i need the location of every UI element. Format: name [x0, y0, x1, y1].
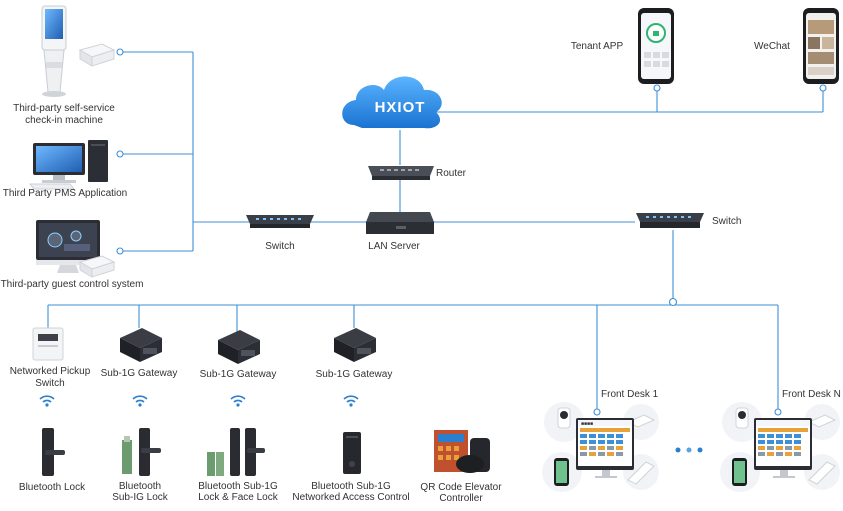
label-bt-access-2: Networked Access Control [292, 492, 409, 503]
monitor-icon [754, 418, 812, 478]
connection-dots [116, 48, 827, 416]
label-bt-face-lock-1: Bluetooth Sub-1G [198, 481, 278, 492]
card-encoder-icon [78, 255, 116, 278]
wifi-signal-icon [343, 395, 359, 407]
pickup-switch-icon [32, 327, 64, 361]
monitor-icon: ■■■■ [576, 418, 634, 478]
label-pickup-2: Switch [35, 378, 64, 389]
network-switch-icon [246, 215, 314, 228]
label-pms: Third Party PMS Application [3, 188, 128, 199]
wifi-signal-icon [39, 395, 55, 407]
smart-lock-icon [122, 428, 161, 476]
access-panel-icon [343, 432, 361, 474]
smart-lock-icon [207, 428, 265, 476]
front-desk-n-group [720, 402, 840, 492]
server-icon [366, 212, 434, 234]
label-guest-control: Third-party guest control system [1, 279, 144, 290]
cloud-icon: HXIOT [342, 76, 442, 129]
label-bt-lock: Bluetooth Lock [19, 482, 86, 493]
label-front-desk-1: Front Desk 1 [601, 389, 659, 400]
label-self-service-2: check-in machine [25, 115, 103, 126]
label-switch-left: Switch [265, 241, 294, 252]
label-gateway-2: Sub-1G Gateway [200, 369, 277, 380]
wifi-signal-icon [132, 395, 148, 407]
kiosk-icon [41, 5, 67, 97]
label-bt-sub-lock-1: Bluetooth [119, 481, 161, 492]
smart-lock-icon [42, 428, 65, 476]
label-bt-access-1: Bluetooth Sub-1G [311, 481, 391, 492]
phone-icon [638, 8, 674, 84]
imac-icon [36, 220, 100, 273]
label-qr-elevator-2: Controller [439, 493, 483, 504]
desktop-pc-icon [28, 140, 108, 190]
label-lan-server: LAN Server [368, 241, 420, 252]
router-icon [368, 166, 434, 180]
monitor-logo: ■■■■ [581, 421, 593, 427]
label-gateway-3: Sub-1G Gateway [316, 369, 393, 380]
label-bt-face-lock-2: Lock & Face Lock [198, 492, 278, 503]
label-pickup-1: Networked Pickup [10, 366, 91, 377]
cloud-brand: HXIOT [375, 99, 426, 116]
label-qr-elevator-1: QR Code Elevator [420, 482, 502, 493]
label-self-service-1: Third-party self-service [13, 103, 115, 114]
front-desk-1-group: ■■■■ [542, 402, 659, 492]
network-switch-icon [636, 213, 704, 228]
ellipsis-dots [675, 447, 703, 453]
phone-icon [803, 8, 839, 84]
gateway-icon [218, 330, 260, 364]
label-bt-sub-lock-2: Sub-IG Lock [112, 492, 169, 503]
label-front-desk-n: Front Desk N [782, 389, 841, 400]
gateway-icon [334, 328, 376, 362]
wifi-signal-icon [230, 395, 246, 407]
elevator-controller-icon [434, 430, 490, 473]
label-router: Router [436, 168, 467, 179]
label-switch-right: Switch [712, 216, 741, 227]
label-tenant-app: Tenant APP [571, 41, 624, 52]
gateway-icon [120, 328, 162, 362]
card-encoder-icon [78, 43, 116, 67]
label-wechat: WeChat [754, 41, 790, 52]
label-gateway-1: Sub-1G Gateway [101, 368, 178, 379]
